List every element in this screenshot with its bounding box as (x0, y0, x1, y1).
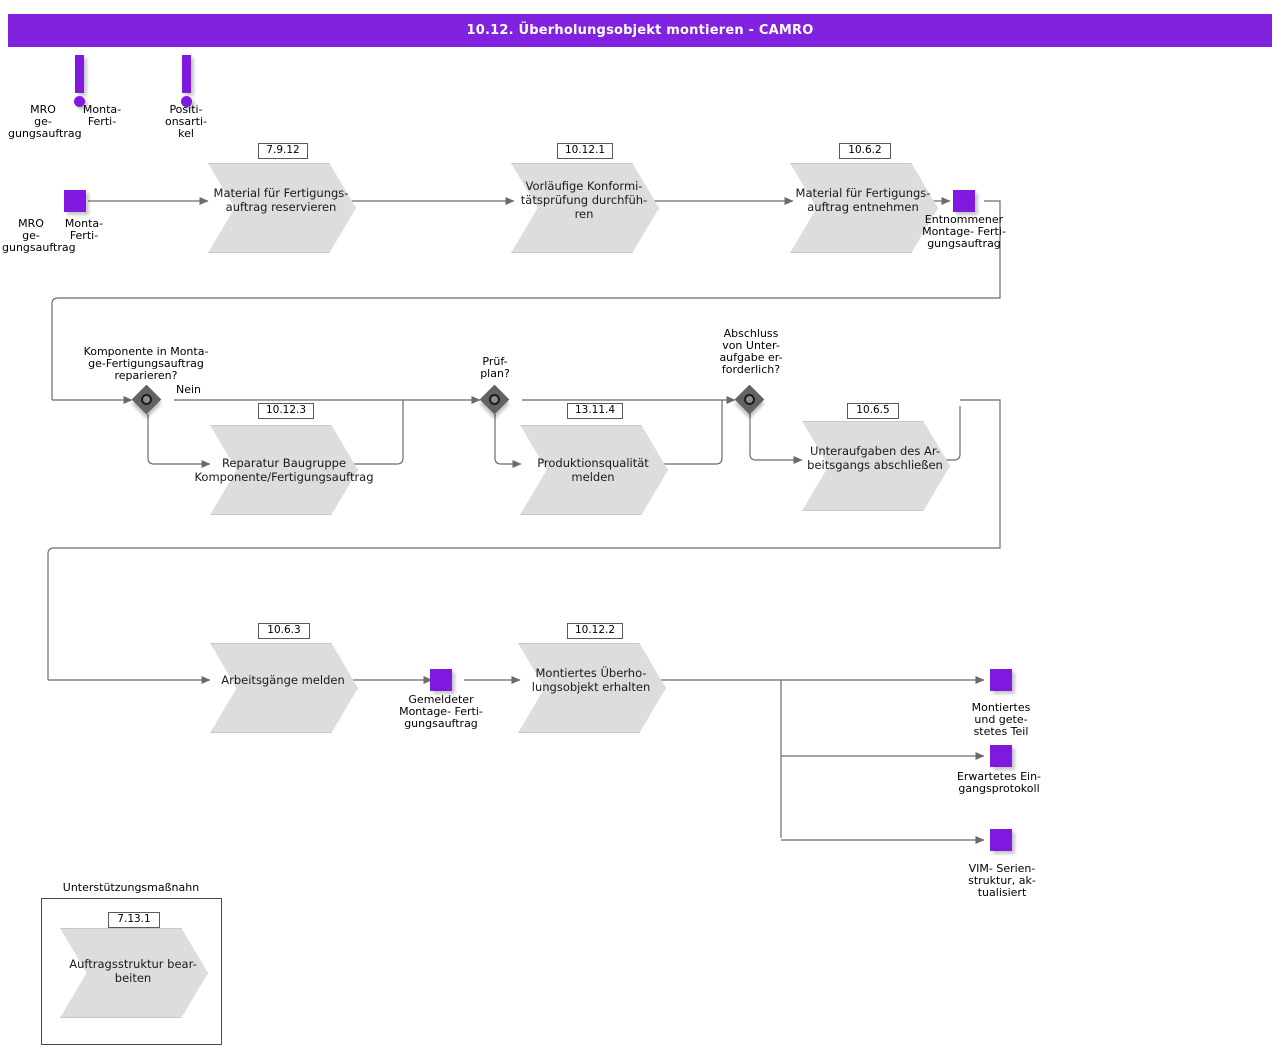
decision-ring-icon (141, 394, 152, 405)
process-number-10-12-1: 10.12.1 (557, 143, 613, 159)
process-number-10-6-2: 10.6.2 (839, 143, 891, 159)
decision-label-komponente-reparieren: Komponente in Monta- ge-Fertigungsauftra… (83, 345, 209, 382)
process-label-vorlaeufige-konformitaetspruefung: Vorläufige Konformi- tätsprüfung durchfü… (520, 179, 648, 221)
event-label-montage-fertigungsauftrag: Monta- Ferti- (64, 217, 104, 242)
event-square-erwartetes-eingangsprotokoll[interactable] (990, 745, 1012, 767)
edge-label-nein: Nein (176, 383, 202, 396)
process-label-auftragsstruktur-bearbeiten: Auftragsstruktur bear- beiten (69, 957, 197, 985)
container-unterstuetzungsmassnahme (41, 898, 222, 1045)
decision-label-pruefplan: Prüf- plan? (480, 355, 510, 380)
process-label-material-reservieren: Material für Fertigungs- auftrag reservi… (213, 186, 349, 214)
event-square-vim-serienstruktur[interactable] (990, 829, 1012, 851)
exclamation-icon-montage-fertigungsauftrag (73, 55, 85, 107)
process-vorlaeufige-konformitaetspruefung[interactable] (511, 163, 659, 253)
process-arbeitsgaenge-melden[interactable] (210, 643, 358, 733)
event-square-gemeldeter-montage-fertigungsauftrag[interactable] (430, 669, 452, 691)
event-label-gemeldeter-montage-fertigungsauftrag: Gemeldeter Montage- Ferti- gungsauftrag (399, 693, 483, 730)
event-label-entnommener-montage-fertigungsauftrag: Entnommener Montage- Ferti- gungsauftrag (922, 213, 1006, 250)
page-title: 10.12. Überholungsobjekt montieren - CAM… (8, 14, 1272, 47)
process-number-13-11-4: 13.11.4 (567, 403, 623, 419)
exclamation-icon-positionsartikel (180, 55, 192, 107)
process-label-reparatur-baugruppe: Reparatur Baugruppe Komponente/Fertigung… (194, 456, 374, 484)
container-title-unterstuetzungsmassnahme: Unterstützungsmaßnahn (62, 881, 200, 894)
event-label-montiertes-und-getestetes-teil: Montiertes und gete- stetes Teil (971, 701, 1031, 738)
decision-komponente-reparieren[interactable] (131, 384, 162, 415)
process-label-material-entnehmen: Material für Fertigungs- auftrag entnehm… (795, 186, 931, 214)
event-square-entnommener-montage-fertigungsauftrag[interactable] (953, 190, 975, 212)
decision-abschluss-unteraufgabe[interactable] (734, 384, 765, 415)
process-number-10-12-2: 10.12.2 (567, 623, 623, 639)
event-label-mro: MRO ge- gungsauftrag (2, 217, 76, 254)
process-number-7-13-1: 7.13.1 (108, 912, 160, 928)
trigger-label-positionsartikel: Positi- onsarti- kel (164, 103, 208, 140)
decision-ring-icon (744, 394, 755, 405)
process-number-10-6-5: 10.6.5 (847, 403, 899, 419)
event-label-erwartetes-eingangsprotokoll: Erwartetes Ein- gangsprotokoll (956, 770, 1042, 795)
event-label-vim-serienstruktur: VIM- Serien- struktur, ak- tualisiert (968, 862, 1036, 899)
event-square-mro-montage-fertigungsauftrag[interactable] (64, 190, 86, 212)
process-label-produktionsqualitaet-melden: Produktionsqualität melden (537, 456, 649, 484)
process-number-7-9-12: 7.9.12 (258, 143, 308, 159)
process-label-montiertes-ueberholungsobjekt-erhalten: Montiertes Überho- lungsobjekt erhalten (531, 666, 651, 694)
process-label-arbeitsgaenge-melden: Arbeitsgänge melden (221, 673, 345, 687)
decision-pruefplan[interactable] (479, 384, 510, 415)
decision-label-abschluss-unteraufgabe: Abschluss von Unter- aufgabe er- forderl… (719, 327, 783, 376)
process-label-unteraufgaben-abschliessen: Unteraufgaben des Ar- beitsgangs abschli… (807, 444, 943, 472)
decision-ring-icon (489, 394, 500, 405)
process-number-10-12-3: 10.12.3 (258, 403, 314, 419)
event-square-montiertes-und-getestetes-teil[interactable] (990, 669, 1012, 691)
process-number-10-6-3: 10.6.3 (258, 623, 310, 639)
trigger-label-montage-fertigungsauftrag: Monta- Ferti- (82, 103, 122, 128)
trigger-label-mro: MRO ge- gungsauftrag (8, 103, 82, 140)
